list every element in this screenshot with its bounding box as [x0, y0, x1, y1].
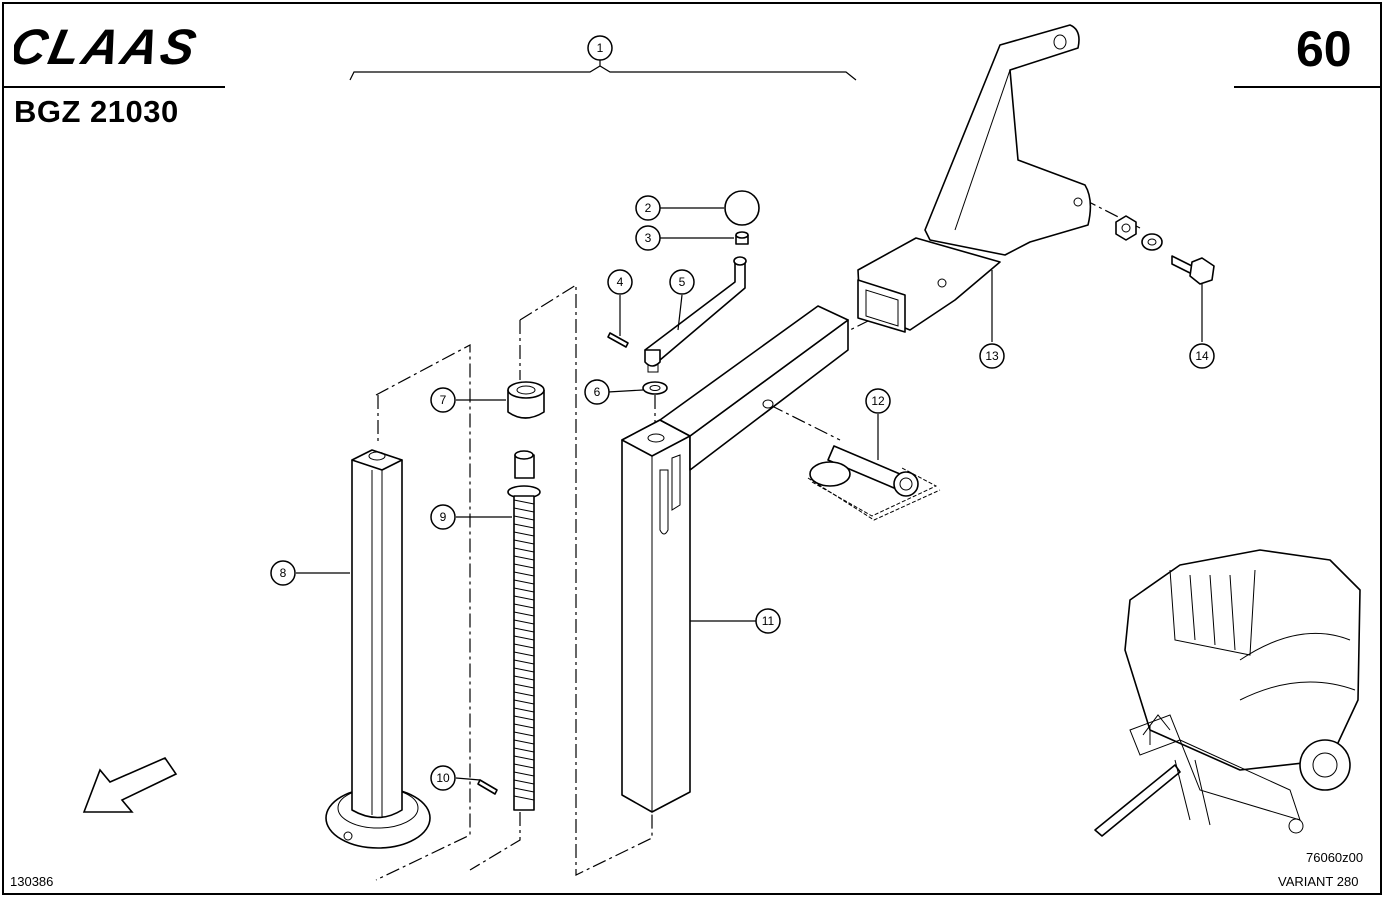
svg-text:8: 8 — [280, 566, 287, 580]
leader-5 — [677, 294, 683, 331]
header-rule-left — [3, 86, 225, 88]
assembly-line-pin — [769, 404, 841, 441]
roll-pin — [477, 779, 498, 795]
handle-knob — [724, 190, 760, 226]
callout-7: 7 — [430, 387, 456, 413]
callout-4: 4 — [607, 269, 633, 295]
svg-text:12: 12 — [871, 394, 885, 408]
callout-11: 11 — [755, 608, 781, 634]
assembly-line-spindle-bottom — [469, 812, 521, 871]
leader-6 — [607, 389, 644, 393]
bushing — [507, 381, 545, 419]
svg-text:1: 1 — [597, 41, 604, 55]
callout-1: 1 — [587, 35, 613, 61]
image-code: 76060z00 — [1306, 850, 1364, 865]
callout-8: 8 — [270, 560, 296, 586]
outer-jack-tube — [325, 449, 431, 849]
drawing-code: 130386 — [10, 874, 54, 889]
logo-text: CLAAS — [14, 22, 204, 70]
svg-text:10: 10 — [436, 771, 450, 785]
svg-text:7: 7 — [440, 393, 447, 407]
assembly-line-spindle — [519, 283, 653, 876]
callout-13: 13 — [979, 343, 1005, 369]
header-rule-right — [1234, 86, 1382, 88]
svg-text:14: 14 — [1195, 349, 1209, 363]
baler-thumbnail — [1094, 549, 1361, 837]
svg-text:5: 5 — [679, 275, 686, 289]
svg-text:9: 9 — [440, 510, 447, 524]
model-name: VARIANT 280 — [1278, 874, 1359, 889]
stand-tube — [621, 305, 849, 813]
svg-text:3: 3 — [645, 231, 652, 245]
svg-text:6: 6 — [594, 385, 601, 399]
crank-handle — [644, 256, 747, 373]
threaded-spindle — [507, 450, 541, 811]
callout-6: 6 — [584, 379, 610, 405]
assembly-bracket — [349, 65, 857, 81]
callout-9: 9 — [430, 504, 456, 530]
bolt-set — [1115, 215, 1215, 285]
callout-12: 12 — [865, 388, 891, 414]
callout-5: 5 — [669, 269, 695, 295]
assembly-line-jack — [375, 344, 471, 881]
drawbar-bracket — [857, 24, 1092, 333]
page-number: 60 — [1296, 21, 1352, 77]
assembly-line-tube — [849, 319, 871, 331]
svg-text:13: 13 — [985, 349, 999, 363]
locking-pin — [807, 445, 941, 521]
leader-10 — [455, 777, 481, 781]
handle-sleeve — [735, 231, 749, 245]
callout-10: 10 — [430, 765, 456, 791]
svg-text:11: 11 — [762, 614, 775, 628]
callout-2: 2 — [635, 195, 661, 221]
callout-14: 14 — [1189, 343, 1215, 369]
callout-3: 3 — [635, 225, 661, 251]
washer — [642, 381, 668, 395]
claas-logo: CLAAS — [14, 22, 239, 70]
direction-arrow-icon — [82, 757, 178, 813]
document-code: BGZ 21030 — [14, 94, 179, 129]
svg-text:4: 4 — [617, 275, 624, 289]
cotter-pin — [607, 332, 629, 348]
svg-text:2: 2 — [645, 201, 652, 215]
